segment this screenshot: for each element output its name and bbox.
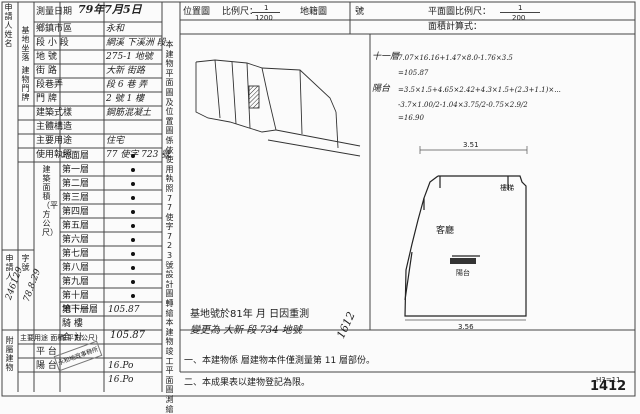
left-row-label: 使用執照 — [36, 150, 73, 160]
left-row-label: 街 路 — [36, 66, 57, 76]
floor-label: 第八層 — [62, 263, 90, 273]
plan-balcony-label: 陽台 — [456, 269, 470, 277]
floor-label: 第十層 — [62, 291, 90, 301]
floor-plan-scale-label: 平面圖比例尺： — [428, 7, 492, 17]
calc-line-3-result: =16.90 — [398, 114, 424, 122]
floor-scale-bar — [500, 12, 540, 13]
position-map-label: 位置圖 — [183, 7, 211, 17]
area-calc-label: 面積計算式： — [428, 22, 483, 32]
plan-living-label: 客廳 — [436, 226, 455, 236]
left-row-label: 鄉鎮市區 — [36, 24, 73, 34]
empty-floor-dot — [131, 154, 135, 158]
basement-label: 地下層 — [62, 305, 90, 315]
footer-note-2: 二、本成果表以建物登記為限。 — [184, 378, 311, 388]
empty-floor-dot — [131, 210, 135, 214]
base-location-side-label: 基地坐落 — [21, 26, 30, 62]
floor-plan-drawing — [404, 146, 528, 321]
applicant-side-label: 申請人 — [5, 254, 14, 281]
map-sheet-label: 地籍圖 — [300, 7, 328, 17]
calc-line-1-result: =105.87 — [398, 69, 429, 77]
survey-date-label: 測量日期 — [36, 7, 73, 17]
left-row-value: 大新 街路 — [106, 66, 145, 76]
calc-line-3: -3.7×1.00/2-1.04×3.75/2-0.75×2.9/2 — [398, 101, 528, 109]
left-row-value: 網溪 下溪洲 段 — [106, 38, 166, 48]
empty-floor-dot — [131, 182, 135, 186]
empty-floor-dot — [131, 238, 135, 242]
floor-label: 第四層 — [62, 207, 90, 217]
calc-floor-label: 十一層 — [372, 52, 400, 62]
accessory-value: 16.Po — [108, 361, 134, 371]
floor-label: 第二層 — [62, 179, 90, 189]
empty-floor-dot — [131, 280, 135, 284]
floor-11-value: 105.87 — [108, 305, 140, 315]
floor-label: 第五層 — [62, 221, 90, 231]
left-row-value: 2 號 1 樓 — [106, 94, 145, 104]
survey-note-line-2: 變更為 大新 段 734 地號 — [190, 325, 302, 336]
plan-stair-label: 樓梯 — [500, 184, 514, 192]
accessory-label: 陽 台 — [36, 361, 57, 371]
left-row-value: 永和 — [106, 24, 125, 34]
empty-floor-dot — [131, 252, 135, 256]
empty-floor-dot — [131, 224, 135, 228]
accessory-label: 平 台 — [36, 347, 57, 357]
accessory-side-label: 附屬建物 — [5, 336, 14, 372]
left-row-value: 275-1 地號 — [106, 52, 153, 62]
floor-label: 第九層 — [62, 277, 90, 287]
table-gridlines — [1, 1, 636, 397]
survey-note-line-1: 基地號於81年 月 日因重測 — [190, 309, 310, 320]
scale-denominator: 1200 — [255, 14, 273, 22]
doc-side-label: 字號 — [21, 254, 30, 272]
empty-floor-dot — [131, 168, 135, 172]
accessory-value: 16.Po — [108, 375, 134, 385]
area-side-label: 建築面積（平方公尺） — [42, 165, 58, 237]
total-value: 105.87 — [110, 330, 145, 341]
position-map-drawing — [195, 59, 361, 157]
scale-numerator: 1 — [264, 4, 269, 12]
plan-top-dimension: 3.51 — [463, 141, 479, 149]
floor-label: 第七層 — [62, 249, 90, 259]
left-row-label: 段 小 段 — [36, 38, 69, 48]
building-address-side-label: 建物門牌 — [21, 66, 30, 102]
left-row-value: 77 使字 723 號 — [106, 150, 171, 160]
left-row-label: 門 牌 — [36, 94, 57, 104]
floor-scale-numerator: 1 — [518, 4, 523, 12]
left-row-value: 住宅 — [106, 136, 125, 146]
scale-fraction-bar — [252, 12, 280, 13]
floor-label: 第六層 — [62, 235, 90, 245]
number-label: 號 — [355, 7, 365, 17]
tower-label: 騎 樓 — [62, 319, 83, 329]
floor-scale-denominator: 200 — [512, 14, 526, 22]
empty-floor-dot — [131, 266, 135, 270]
plan-h-note: H3=11 — [596, 376, 621, 384]
left-row-label: 主體構造 — [36, 122, 73, 132]
empty-floor-dot — [131, 196, 135, 200]
calc-line-1: 7.07×16.16+1.47×8.0-1.76×3.5 — [398, 54, 513, 62]
calc-line-2: =3.5×1.5+4.65×2.42+4.3×1.5+(2.3+1.1)×... — [398, 86, 561, 94]
empty-floor-dot — [131, 294, 135, 298]
calc-balcony-label: 陽台 — [372, 84, 391, 94]
left-row-label: 主要用途 — [36, 136, 73, 146]
vertical-note-column: 本建物平面圖及位置圖係依使用執照77使字723號設計圖轉繪本建物竣工平面圖測繪 — [165, 40, 174, 414]
left-row-label: 地 號 — [36, 52, 57, 62]
applicant-label: 申請人姓名 — [4, 3, 13, 48]
floor-label: 第三層 — [62, 193, 90, 203]
left-row-value: 段 6 巷 弄 — [106, 80, 148, 90]
left-row-label: 建築式樣 — [36, 108, 73, 118]
total-label: 合 計 — [62, 333, 83, 343]
accessory-header: 主要用途 面積(平方公尺) — [20, 334, 98, 342]
left-row-label: 段巷弄 — [36, 80, 64, 90]
left-row-value: 鋼筋混凝土 — [106, 108, 152, 118]
scale-label: 比例尺： — [222, 7, 259, 17]
footer-note-1: 一、本建物係 層建物本件僅測量第 11 層部份。 — [184, 356, 376, 366]
plan-bottom-dimension: 3.56 — [458, 323, 474, 331]
floor-label: 第十一層 — [62, 305, 99, 315]
floor-label: 地面層 — [62, 151, 90, 161]
floor-label: 第一層 — [62, 165, 90, 175]
survey-date-value: 79年7月5日 — [78, 3, 142, 16]
sheet-number: 1412 — [590, 379, 627, 394]
